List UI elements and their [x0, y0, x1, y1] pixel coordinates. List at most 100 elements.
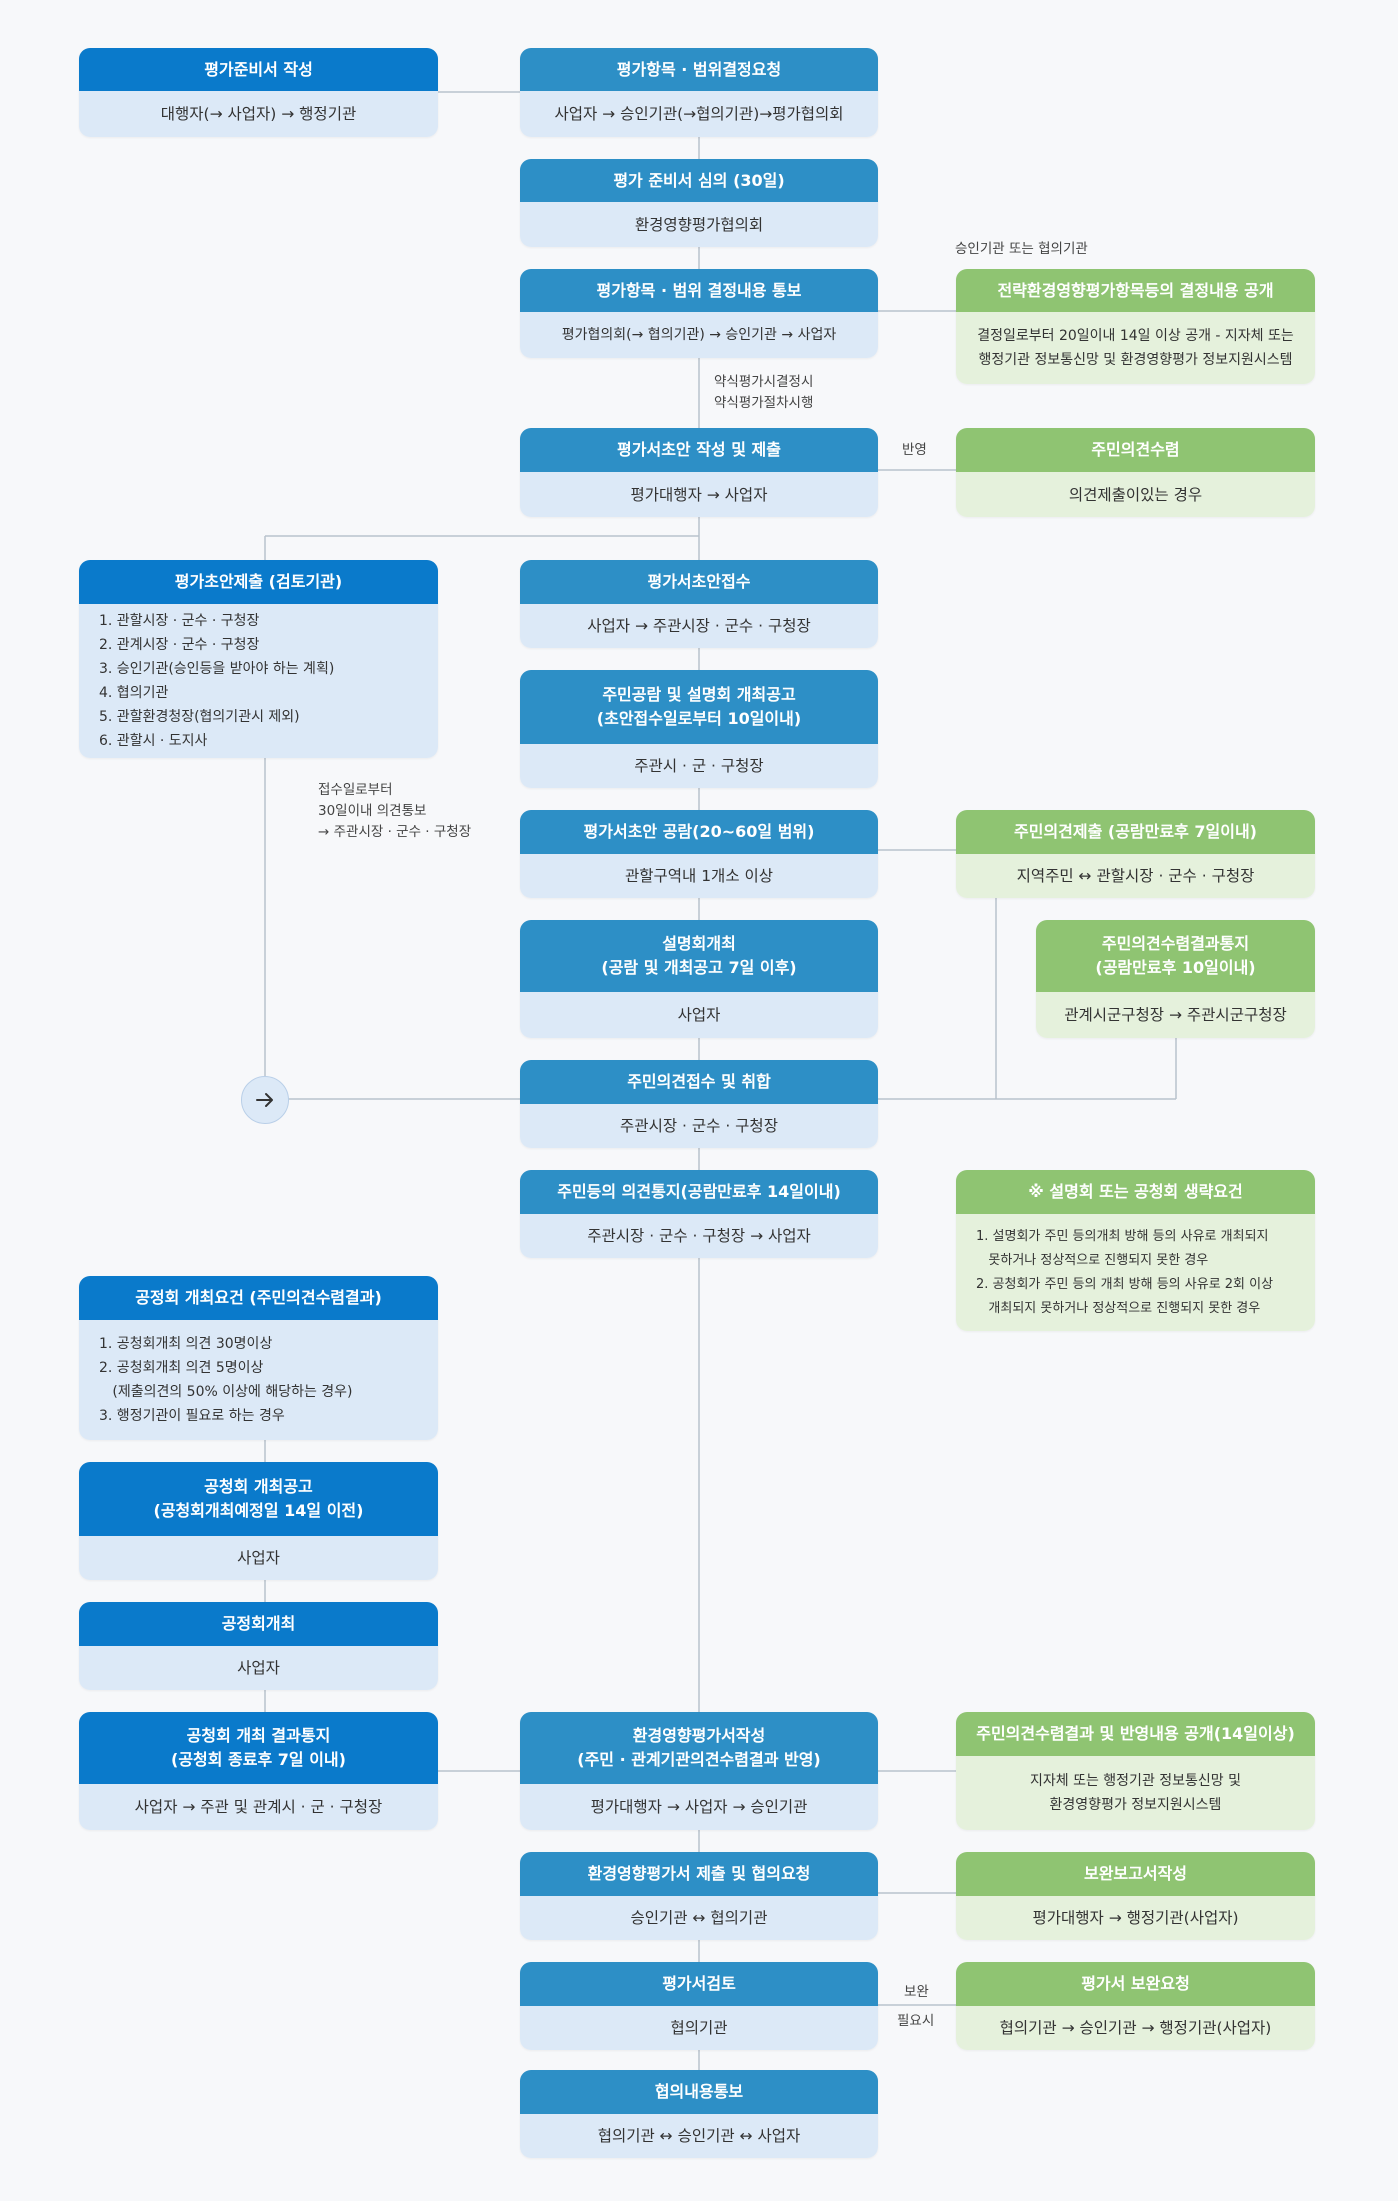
omission-item: 1. 설명회가 주민 등의개최 방해 등의 사유로 개최되지: [976, 1228, 1269, 1244]
node-result-disclosure-title: 주민의견수렴결과 및 반영내용 공개(14일이상): [956, 1712, 1315, 1756]
node-prep-review: 평가 준비서 심의 (30일) 환경영향평가협의회: [520, 159, 878, 247]
node-hearing-held: 공정회개최 사업자: [79, 1602, 438, 1690]
node-hearing-req-title: 공정회 개최요건 (주민의견수렴결과): [79, 1276, 438, 1320]
node-briefing-body: 사업자: [520, 992, 878, 1038]
node-resident-collect-title: 주민의견수렴: [956, 428, 1315, 472]
node-draft-submit-review-title: 평가초안제출 (검토기관): [79, 560, 438, 604]
node-consult-notice: 협의내용통보 협의기관 ↔ 승인기관 ↔ 사업자: [520, 2070, 878, 2158]
node-hearing-result-title: 공청회 개최 결과통지 (공청회 종료후 7일 이내): [79, 1712, 438, 1784]
node-strategic-disclosure-body: 결정일로부터 20일이내 14일 이상 공개 - 지자체 또는 행정기관 정보통…: [956, 312, 1315, 384]
node-result-disclosure-body: 지자체 또는 행정기관 정보통신망 및 환경영향평가 정보지원시스템: [956, 1756, 1315, 1830]
node-opinion-receipt-body: 주관시장 · 군수 · 구청장: [520, 1104, 878, 1148]
node-eia-write: 환경영향평가서작성 (주민 · 관계기관의견수렴결과 반영) 평가대행자 → 사…: [520, 1712, 878, 1830]
node-strategic-disclosure-title: 전략환경영향평가항목등의 결정내용 공개: [956, 269, 1315, 312]
node-eia-write-title: 환경영향평가서작성 (주민 · 관계기관의견수렴결과 반영): [520, 1712, 878, 1784]
node-eia-review-title: 평가서검토: [520, 1962, 878, 2006]
node-public-notice-body: 주관시 · 군 · 구청장: [520, 744, 878, 788]
node-resident-result-notice-body: 관계시군구청장 → 주관시군구청장: [1036, 992, 1315, 1038]
node-omission-req: ※ 설명회 또는 공청회 생략요건 1. 설명회가 주민 등의개최 방해 등의 …: [956, 1170, 1315, 1331]
node-hearing-held-title: 공정회개최: [79, 1602, 438, 1646]
node-briefing: 설명회개최 (공람 및 개최공고 7일 이후) 사업자: [520, 920, 878, 1038]
right-arrow-icon: [241, 1076, 289, 1124]
review-item: 5. 관할환경청장(협의기관시 제외): [99, 709, 300, 725]
label-approval-or-consult: 승인기관 또는 협의기관: [955, 241, 1088, 257]
node-public-notice: 주민공람 및 설명회 개최공고 (초안접수일로부터 10일이내) 주관시 · 군…: [520, 670, 878, 788]
node-draft-receipt-body: 사업자 → 주관시장 · 군수 · 구청장: [520, 604, 878, 648]
node-hearing-notice-body: 사업자: [79, 1536, 438, 1580]
node-hearing-notice: 공청회 개최공고 (공청회개최예정일 14일 이전) 사업자: [79, 1462, 438, 1580]
node-supplement-write-body: 평가대행자 → 행정기관(사업자): [956, 1896, 1315, 1940]
node-draft-receipt: 평가서초안접수 사업자 → 주관시장 · 군수 · 구청장: [520, 560, 878, 648]
node-scope-req: 평가항목 · 범위결정요청 사업자 → 승인기관(→협의기관)→평가협의회: [520, 48, 878, 137]
node-consult-notice-body: 협의기관 ↔ 승인기관 ↔ 사업자: [520, 2114, 878, 2158]
node-eia-submit-body: 승인기관 ↔ 협의기관: [520, 1896, 878, 1940]
hearing-req-item: 2. 공청회개최 의견 5명이상: [99, 1360, 264, 1376]
node-eia-submit-title: 환경영향평가서 제출 및 협의요청: [520, 1852, 878, 1896]
node-draft-write: 평가서초안 작성 및 제출 평가대행자 → 사업자: [520, 428, 878, 517]
node-scope-req-title: 평가항목 · 범위결정요청: [520, 48, 878, 91]
review-item: 3. 승인기관(승인등을 받아야 하는 계획): [99, 661, 335, 677]
node-hearing-notice-title: 공청회 개최공고 (공청회개최예정일 14일 이전): [79, 1462, 438, 1536]
node-opinion-receipt-title: 주민의견접수 및 취합: [520, 1060, 878, 1104]
node-eia-review-body: 협의기관: [520, 2006, 878, 2050]
node-hearing-result: 공청회 개최 결과통지 (공청회 종료후 7일 이내) 사업자 → 주관 및 관…: [79, 1712, 438, 1830]
node-resident-submit: 주민의견제출 (공람만료후 7일이내) 지역주민 ↔ 관할시장 · 군수 · 구…: [956, 810, 1315, 898]
node-scope-notice: 평가항목 · 범위 결정내용 통보 평가협의회(→ 협의기관) → 승인기관 →…: [520, 269, 878, 358]
review-item: 1. 관할시장 · 군수 · 구청장: [99, 613, 260, 629]
node-briefing-title: 설명회개최 (공람 및 개최공고 7일 이후): [520, 920, 878, 992]
node-consult-notice-title: 협의내용통보: [520, 2070, 878, 2114]
node-draft-write-title: 평가서초안 작성 및 제출: [520, 428, 878, 472]
node-opinion-receipt: 주민의견접수 및 취합 주관시장 · 군수 · 구청장: [520, 1060, 878, 1148]
omission-item: 못하거나 정상적으로 진행되지 못한 경우: [976, 1252, 1209, 1268]
node-resident-submit-body: 지역주민 ↔ 관할시장 · 군수 · 구청장: [956, 854, 1315, 898]
node-draft-submit-review: 평가초안제출 (검토기관) 1. 관할시장 · 군수 · 구청장 2. 관계시장…: [79, 560, 438, 758]
node-resident-submit-title: 주민의견제출 (공람만료후 7일이내): [956, 810, 1315, 854]
node-opinion-notice: 주민등의 의견통지(공람만료후 14일이내) 주관시장 · 군수 · 구청장 →…: [520, 1170, 878, 1258]
node-scope-req-body: 사업자 → 승인기관(→협의기관)→평가협의회: [520, 91, 878, 137]
node-hearing-result-body: 사업자 → 주관 및 관계시 · 군 · 구청장: [79, 1784, 438, 1830]
node-prep-doc-title: 평가준비서 작성: [79, 48, 438, 91]
node-eia-write-body: 평가대행자 → 사업자 → 승인기관: [520, 1784, 878, 1830]
node-eia-submit: 환경영향평가서 제출 및 협의요청 승인기관 ↔ 협의기관: [520, 1852, 878, 1940]
note-quick-eval: 약식평가시결정시 약식평가절차시행: [714, 374, 814, 411]
node-draft-receipt-title: 평가서초안접수: [520, 560, 878, 604]
node-draft-public-view-body: 관할구역내 1개소 이상: [520, 854, 878, 898]
review-item: 2. 관계시장 · 군수 · 구청장: [99, 637, 260, 653]
node-scope-notice-body: 평가협의회(→ 협의기관) → 승인기관 → 사업자: [520, 312, 878, 358]
omission-item: 개최되지 못하거나 정상적으로 진행되지 못한 경우: [976, 1300, 1261, 1316]
review-item: 4. 협의기관: [99, 685, 169, 701]
node-draft-public-view: 평가서초안 공람(20~60일 범위) 관할구역내 1개소 이상: [520, 810, 878, 898]
review-item: 6. 관할시 · 도지사: [99, 733, 208, 749]
node-opinion-notice-title: 주민등의 의견통지(공람만료후 14일이내): [520, 1170, 878, 1214]
node-supplement-req-body: 협의기관 → 승인기관 → 행정기관(사업자): [956, 2006, 1315, 2050]
node-resident-collect: 주민의견수렴 의견제출이있는 경우: [956, 428, 1315, 517]
node-resident-result-notice: 주민의견수렴결과통지 (공람만료후 10일이내) 관계시군구청장 → 주관시군구…: [1036, 920, 1315, 1038]
node-resident-result-notice-title: 주민의견수렴결과통지 (공람만료후 10일이내): [1036, 920, 1315, 992]
node-opinion-notice-body: 주관시장 · 군수 · 구청장 → 사업자: [520, 1214, 878, 1258]
node-hearing-held-body: 사업자: [79, 1646, 438, 1690]
label-reflect: 반영: [902, 442, 927, 458]
node-supplement-req-title: 평가서 보완요청: [956, 1962, 1315, 2006]
node-prep-review-body: 환경영향평가협의회: [520, 202, 878, 247]
node-draft-write-body: 평가대행자 → 사업자: [520, 472, 878, 517]
note-opinion-30days: 접수일로부터 30일이내 의견통보 → 주관시장 · 군수 · 구청장: [318, 782, 472, 840]
node-draft-public-view-title: 평가서초안 공람(20~60일 범위): [520, 810, 878, 854]
node-result-disclosure: 주민의견수렴결과 및 반영내용 공개(14일이상) 지자체 또는 행정기관 정보…: [956, 1712, 1315, 1830]
node-strategic-disclosure: 전략환경영향평가항목등의 결정내용 공개 결정일로부터 20일이내 14일 이상…: [956, 269, 1315, 384]
node-prep-review-title: 평가 준비서 심의 (30일): [520, 159, 878, 202]
node-supplement-req: 평가서 보완요청 협의기관 → 승인기관 → 행정기관(사업자): [956, 1962, 1315, 2050]
node-resident-collect-body: 의견제출이있는 경우: [956, 472, 1315, 517]
node-eia-review: 평가서검토 협의기관: [520, 1962, 878, 2050]
label-supplement: 보완: [904, 1984, 929, 2000]
node-omission-req-title: ※ 설명회 또는 공청회 생략요건: [956, 1170, 1315, 1214]
node-supplement-write: 보완보고서작성 평가대행자 → 행정기관(사업자): [956, 1852, 1315, 1940]
hearing-req-item: 1. 공청회개최 의견 30명이상: [99, 1336, 273, 1352]
hearing-req-item: 3. 행정기관이 필요로 하는 경우: [99, 1408, 285, 1424]
node-scope-notice-title: 평가항목 · 범위 결정내용 통보: [520, 269, 878, 312]
node-hearing-req: 공정회 개최요건 (주민의견수렴결과) 1. 공청회개최 의견 30명이상 2.…: [79, 1276, 438, 1440]
node-prep-doc-body: 대행자(→ 사업자) → 행정기관: [79, 91, 438, 137]
hearing-req-item: (제출의견의 50% 이상에 해당하는 경우): [99, 1384, 353, 1400]
node-supplement-write-title: 보완보고서작성: [956, 1852, 1315, 1896]
label-if-needed: 필요시: [897, 2013, 935, 2029]
omission-item: 2. 공청회가 주민 등의 개최 방해 등의 사유로 2회 이상: [976, 1276, 1274, 1292]
